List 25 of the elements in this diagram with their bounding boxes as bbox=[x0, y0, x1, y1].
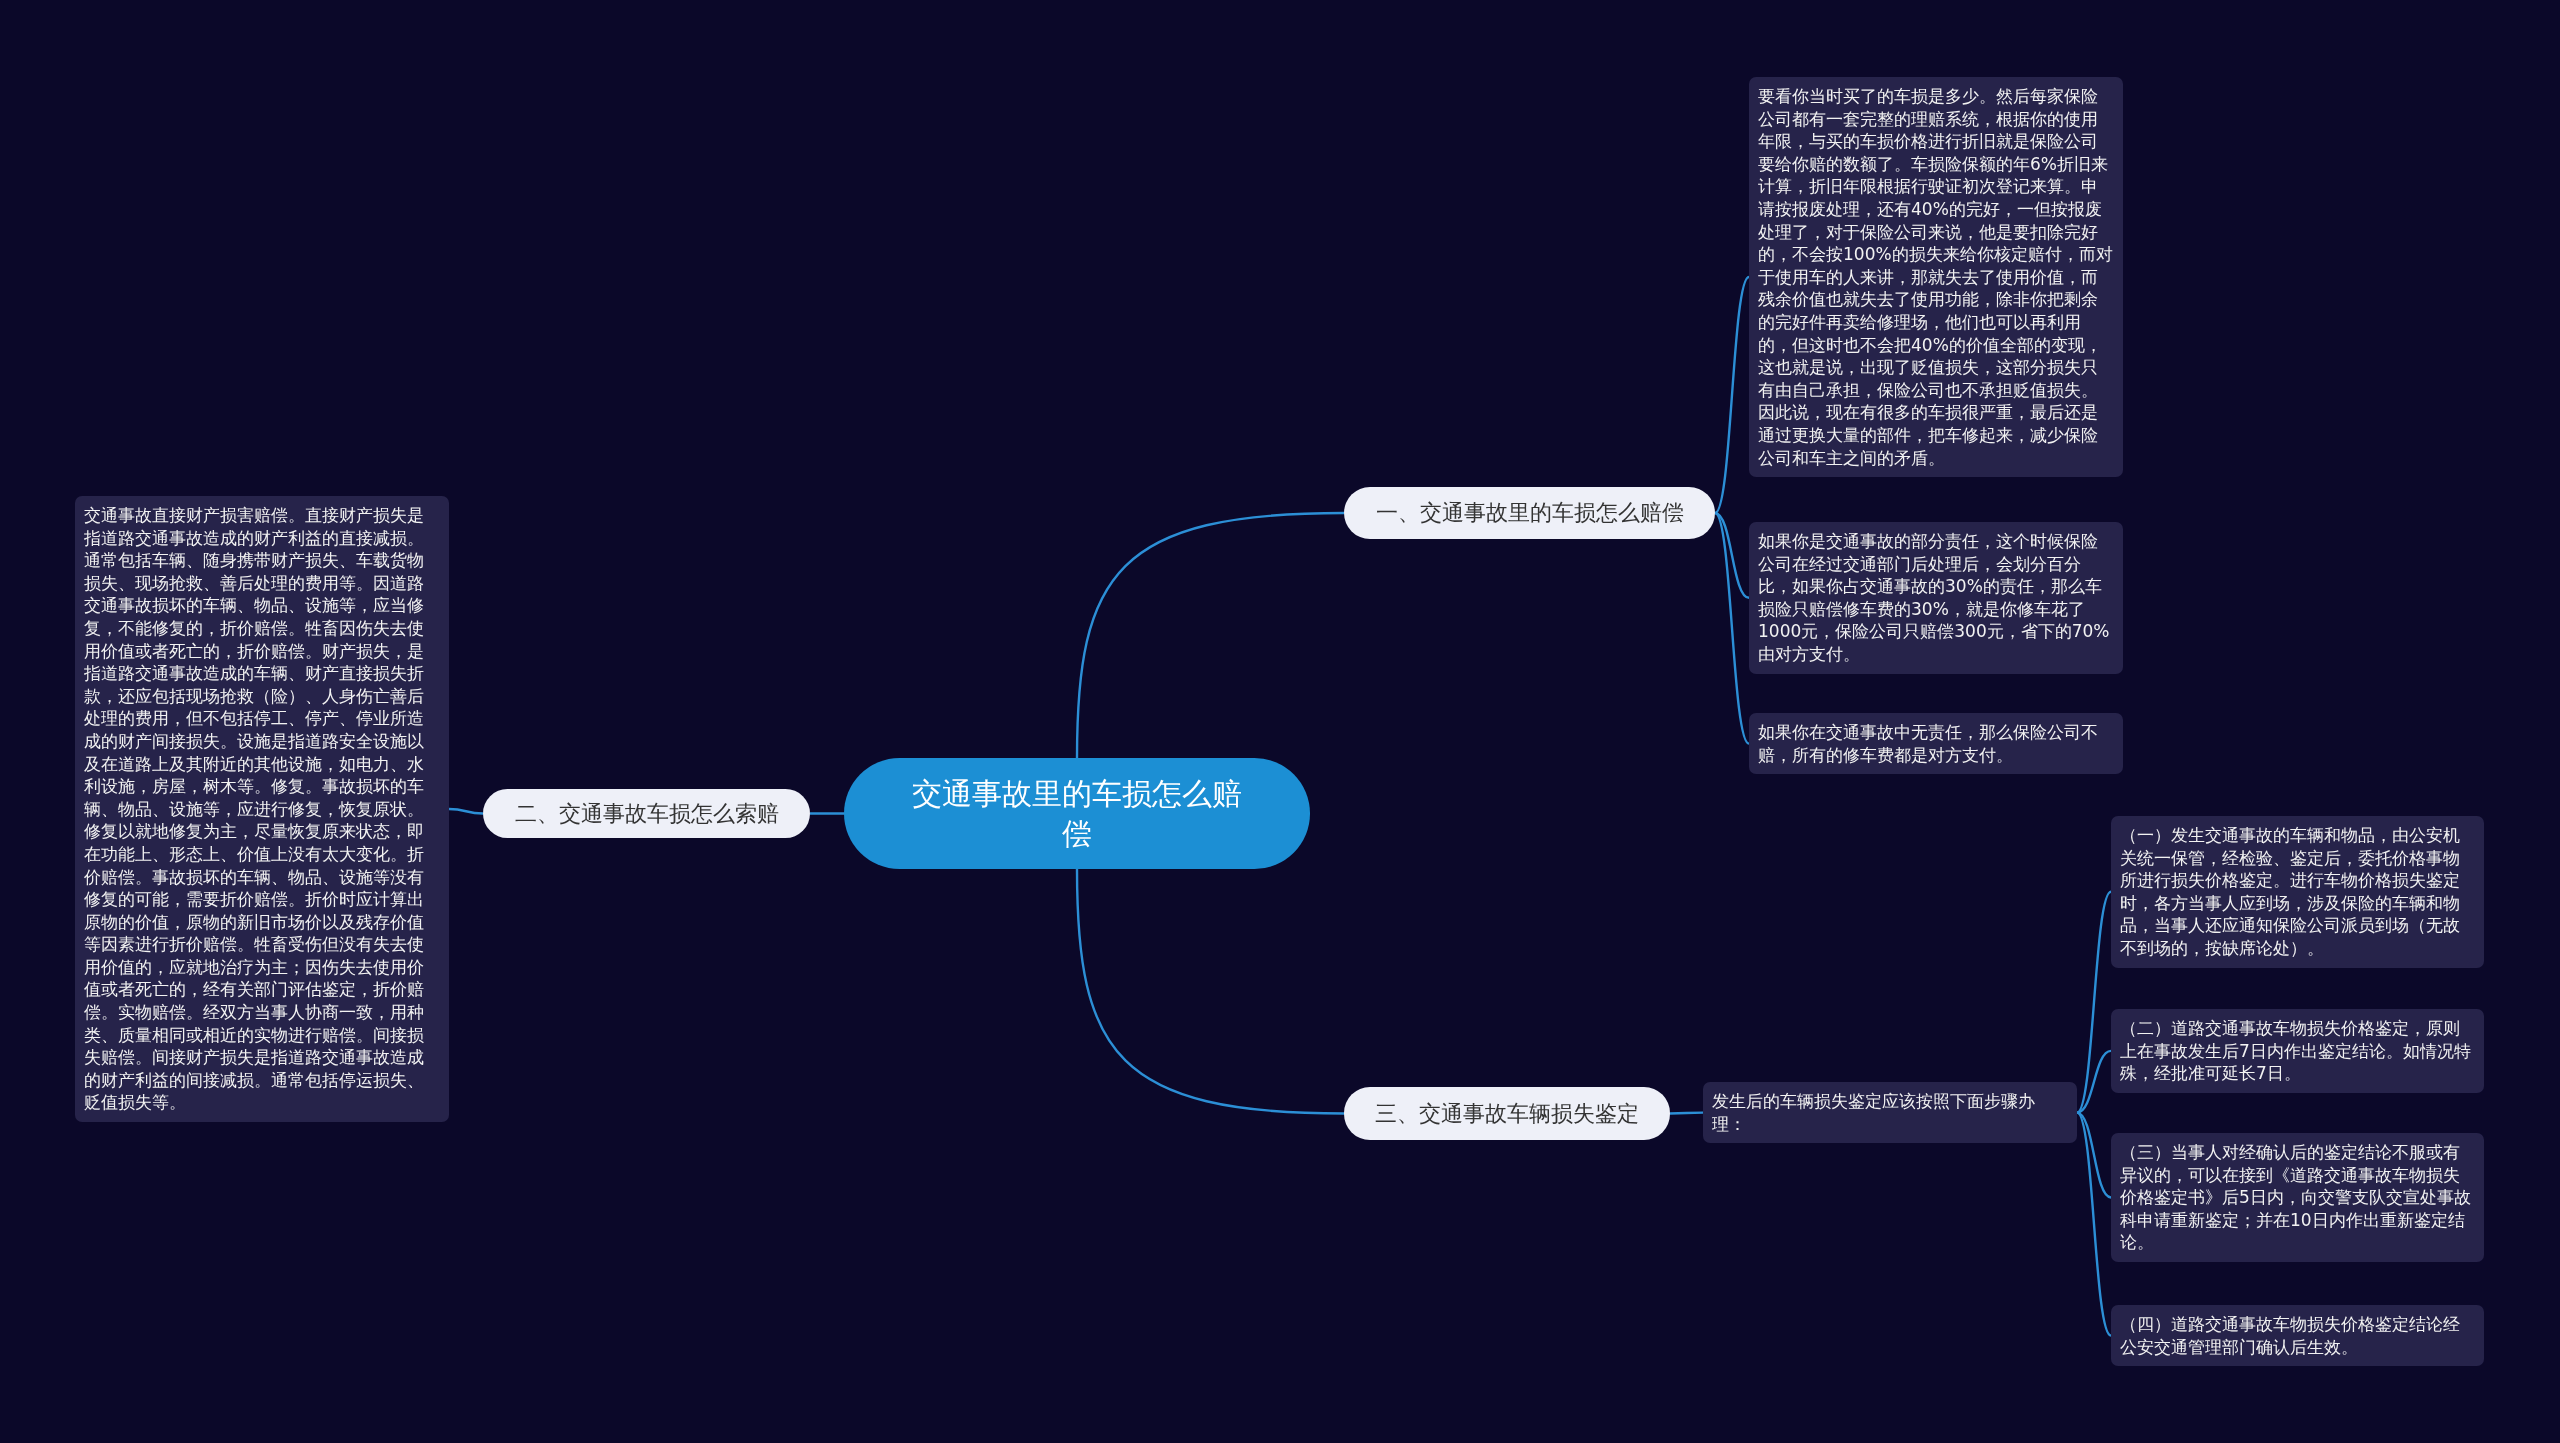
connector-line bbox=[448, 807, 484, 815]
connector-line bbox=[2076, 890, 2112, 1114]
connector-line bbox=[1714, 276, 1750, 514]
text-note: （三）当事人对经确认后的鉴定结论不服或有异议的，可以在接到《道路交通事故车物损失价格鉴定书》后5日内，向交警支队交宣处事故科申请重新鉴定；并在10日内作出重新鉴定结论。 bbox=[2111, 1133, 2484, 1262]
text-note: 如果你是交通事故的部分责任，这个时候保险公司在经过交通部门后处理后，会划分百分比，如果你占交通事故的30%的责任，那么车损险只赔偿修车费的30%，就是你修车花了1000元，保险公司只赔偿300元，省下的70%由对方支付。 bbox=[1749, 522, 2123, 674]
connector-line bbox=[1075, 511, 1345, 759]
text-note: 发生后的车辆损失鉴定应该按照下面步骤办理： bbox=[1703, 1082, 2077, 1144]
central-topic: 交通事故里的车损怎么赔偿 bbox=[844, 758, 1310, 869]
text-note: （四）道路交通事故车物损失价格鉴定结论经公安交通管理部门确认后生效。 bbox=[2111, 1305, 2484, 1367]
branch-topic: 三、交通事故车辆损失鉴定 bbox=[1344, 1087, 1670, 1140]
text-note: 交通事故直接财产损害赔偿。直接财产损失是指道路交通事故造成的财产利益的直接减损。通常包括车辆、随身携带财产损失、车载货物损失、现场抢救、善后处理的费用等。因道路交通事故损坏的车辆、物品、设施等，应当修复，不能修复的，折价赔偿。牲畜因伤失去使用价值或者死亡的，折价赔偿。财产损失，是指道路交通事故造成的车辆、财产直接损失折款，还应包括现场抢救（险）、人身伤亡善后处理的费用，但不包括停工、停产、停业所造成的财产间接损失。设施是指道路安全设施以及在道路上及其附近的其他设施，如电力、水利设施，房屋，树木等。修复。事故损坏的车辆、物品、设施等，应进行修复，恢复原状。修复以就地修复为主，尽量恢复原来状态，即在功能上、形态上、价值上没有太大变化。折价赔偿。事故损坏的车辆、物品、设施等没有修复的可能，需要折价赔偿。折价时应计算出原物的价值，原物的新旧市场价以及残存价值等因素进行折价赔偿。牲畜受伤但没有失去使用价值的，应就地治疗为主；因伤失去使用价值或者死亡的，经有关部门评估鉴定，折价赔偿。实物赔偿。经双方当事人协商一致，用种类、质量相同或相近的实物进行赔偿。间接损失赔偿。间接财产损失是指道路交通事故造成的财产利益的间接减损。通常包括停运损失、贬值损失等。 bbox=[75, 496, 449, 1123]
text-note: 要看你当时买了的车损是多少。然后每家保险公司都有一套完整的理赔系统，根据你的使用年限，与买的车损价格进行折旧就是保险公司要给你赔的数额了。车损险保额的年6%折旧来计算，折旧年限根据行驶证初次登记来算。申请按报废处理，还有40%的完好，一但按报废处理了，对于保险公司来说，他是要扣除完好的，不会按100%的损失来给你核定赔付，而对于使用车的人来讲，那就失去了使用价值，而残余价值也就失去了使用功能，除非你把剩余的完好件再卖给修理场，他们也可以再利用的，但这时也不会把40%的价值全部的变现，这也就是说，出现了贬值损失，这部分损失只有由自己承担，保险公司也不承担贬值损失。因此说，现在有很多的车损很严重，最后还是通过更换大量的部件，把车修起来，减少保险公司和车主之间的矛盾。 bbox=[1749, 77, 2123, 478]
connector-line bbox=[810, 812, 844, 815]
text-note: 如果你在交通事故中无责任，那么保险公司不赔，所有的修车费都是对方支付。 bbox=[1749, 713, 2123, 775]
branch-topic: 二、交通事故车损怎么索赔 bbox=[483, 789, 810, 838]
connector-line bbox=[1714, 512, 1750, 745]
connector-line bbox=[2076, 1111, 2112, 1337]
text-note: （一）发生交通事故的车辆和物品，由公安机关统一保管，经检验、鉴定后，委托价格事物所进行损失价格鉴定。进行车物价格损失鉴定时，各方当事人应到场，涉及保险的车辆和物品，当事人还应通知保险公司派员到场（无故不到场的，按缺席论处）。 bbox=[2111, 816, 2484, 968]
connector-line bbox=[2076, 1049, 2112, 1114]
connector-line bbox=[2076, 1111, 2112, 1199]
connector-line bbox=[1670, 1111, 1703, 1115]
branch-topic: 一、交通事故里的车损怎么赔偿 bbox=[1344, 487, 1715, 539]
text-note: （二）道路交通事故车物损失价格鉴定，原则上在事故发生后7日内作出鉴定结论。如情况特殊，经批准可延长7日。 bbox=[2111, 1009, 2484, 1093]
connector-line bbox=[1714, 511, 1750, 599]
connector-line bbox=[1075, 868, 1345, 1115]
